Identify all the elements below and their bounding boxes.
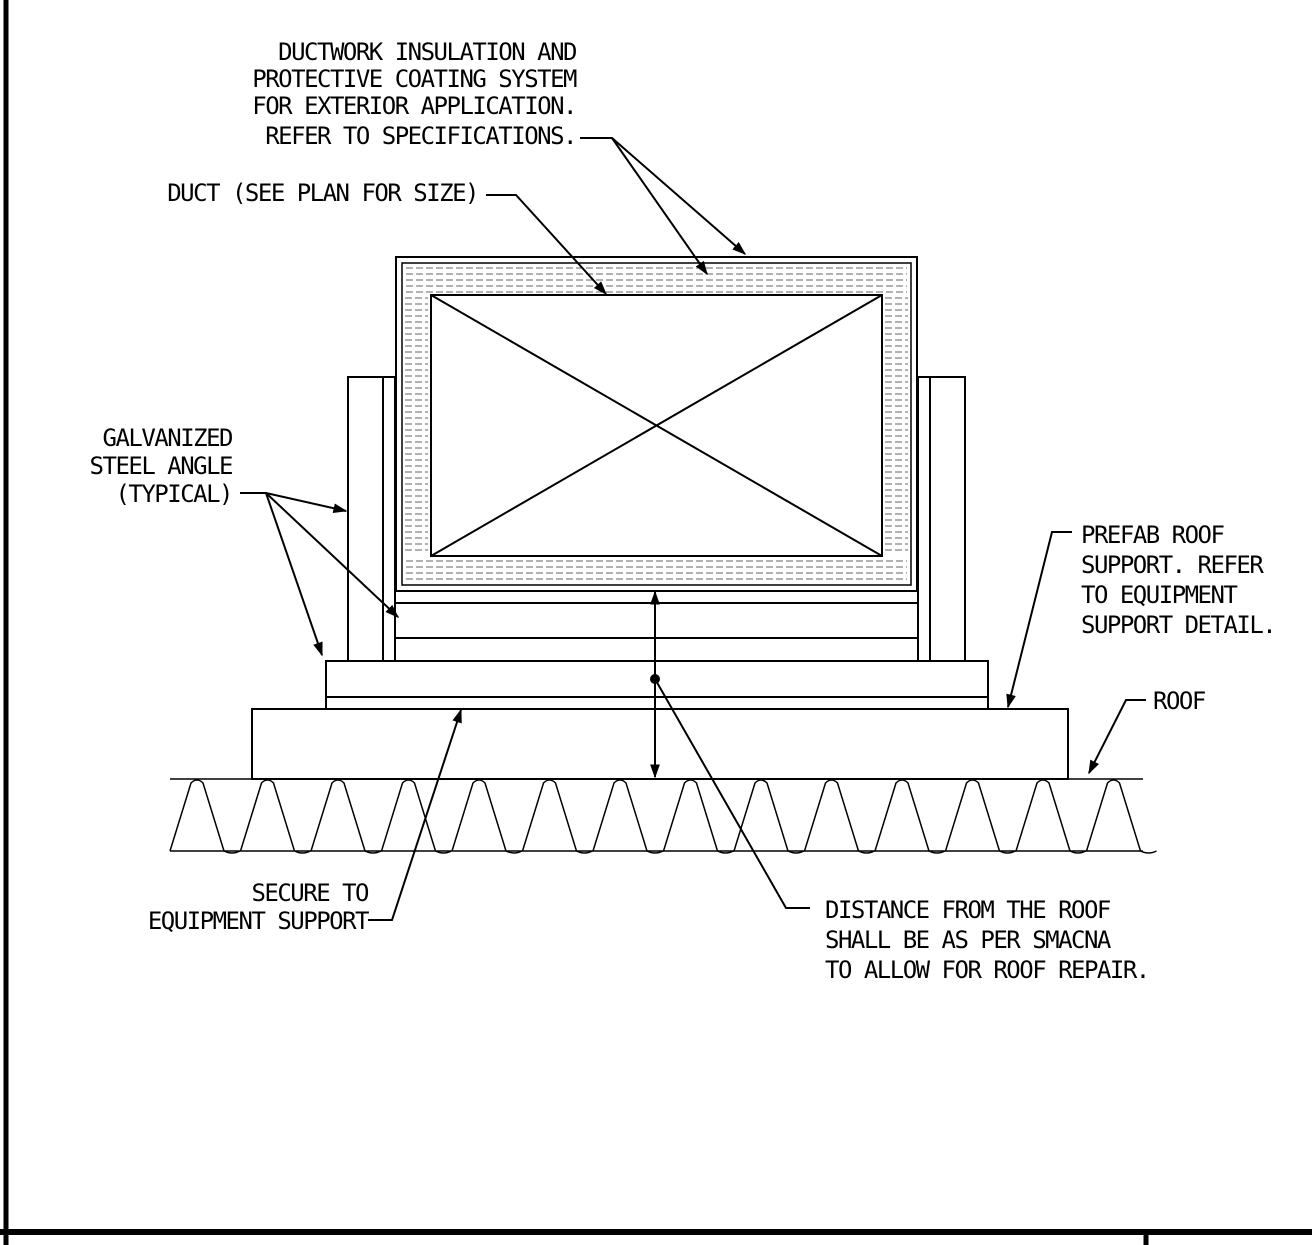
note-distance-line-3: TO ALLOW FOR ROOF REPAIR. (825, 956, 1149, 984)
note-distance-line-1: DISTANCE FROM THE ROOF (825, 896, 1111, 924)
note-prefab-line-3: TO EQUIPMENT (1081, 581, 1237, 609)
notes: DUCTWORK INSULATION AND PROTECTIVE COATI… (90, 38, 1277, 984)
note-prefab-line-2: SUPPORT. REFER (1081, 551, 1264, 579)
note-coating-line-1: DUCTWORK INSULATION AND (278, 38, 576, 66)
note-secure-line-1: SECURE TO (251, 879, 369, 907)
note-coating-line-2: PROTECTIVE COATING SYSTEM (252, 65, 577, 93)
note-duct: DUCT (SEE PLAN FOR SIZE) (167, 179, 478, 207)
leaders (240, 137, 1146, 921)
insulation-hatch (405, 267, 908, 580)
note-secure-line-2: EQUIPMENT SUPPORT (148, 907, 369, 935)
note-angle-line-2: STEEL ANGLE (90, 452, 232, 480)
note-prefab-line-4: SUPPORT DETAIL. (1081, 611, 1275, 639)
prefab-roof-support (251, 660, 1069, 780)
note-coating-line-4: REFER TO SPECIFICATIONS. (265, 122, 576, 150)
roof-deck (169, 778, 1157, 854)
note-roof: ROOF (1153, 687, 1206, 715)
roof-corrugation (169, 779, 1157, 854)
note-angle-line-1: GALVANIZED (103, 424, 233, 452)
duct (430, 294, 883, 557)
note-distance-line-2: SHALL BE AS PER SMACNA (825, 926, 1112, 954)
note-coating-line-3: FOR EXTERIOR APPLICATION. (252, 92, 576, 120)
note-prefab-line-1: PREFAB ROOF (1081, 521, 1224, 549)
note-angle-line-3: (TYPICAL) (115, 480, 232, 508)
